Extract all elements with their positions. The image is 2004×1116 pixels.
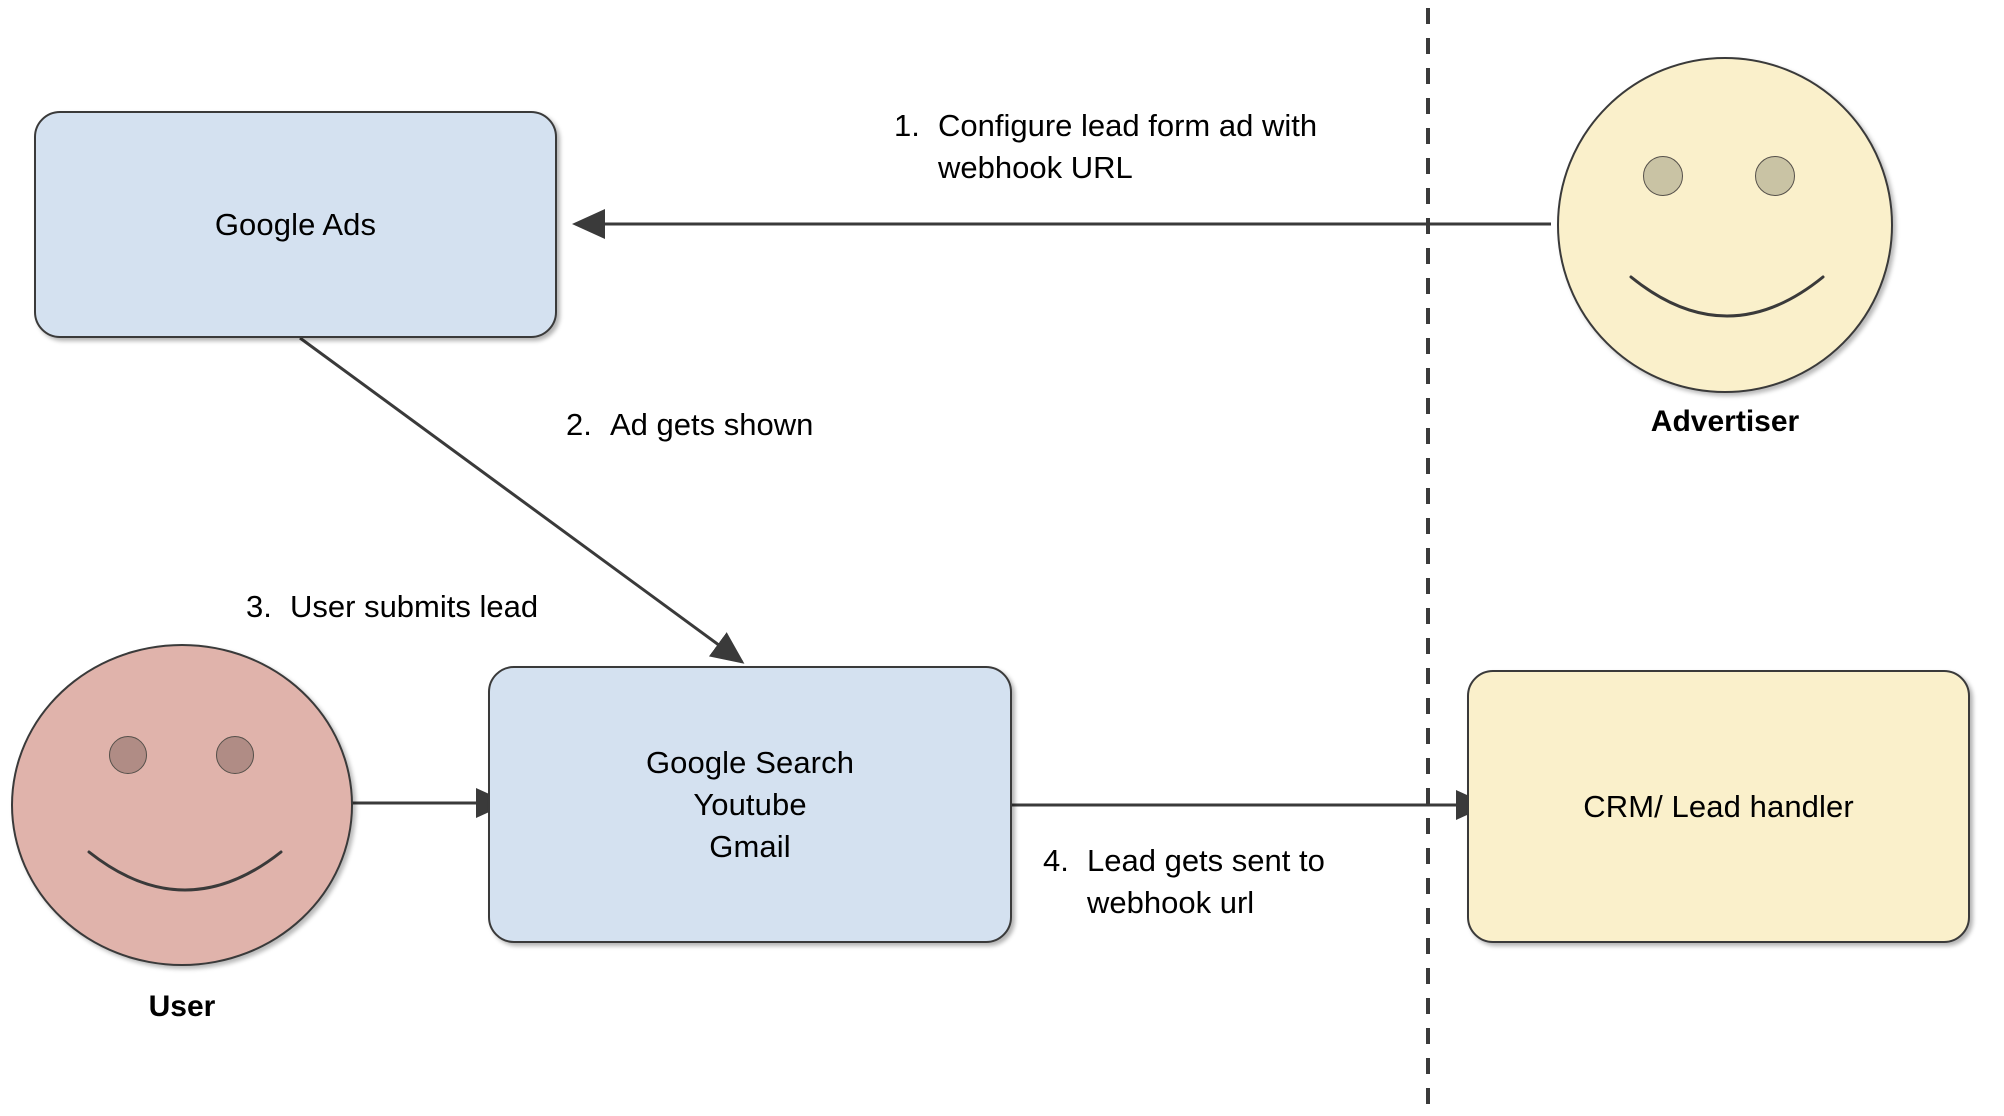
advertiser-face-icon[interactable]: [1557, 57, 1893, 393]
node-google-surfaces[interactable]: Google Search Youtube Gmail: [488, 666, 1012, 943]
step-3-annotation: 3. User submits lead: [246, 586, 666, 628]
advertiser-left-eye-icon: [1643, 156, 1683, 196]
user-face-icon[interactable]: [11, 644, 353, 966]
user-left-eye-icon: [109, 736, 147, 774]
step-2-text: Ad gets shown: [610, 407, 814, 442]
step-4-text: Lead gets sent to webhook url: [1087, 843, 1325, 920]
step-1-number: 1.: [894, 108, 920, 143]
step-2-number: 2.: [566, 407, 592, 442]
advertiser-label: Advertiser: [1650, 405, 1800, 438]
step-4-number: 4.: [1043, 843, 1069, 878]
advertiser-mouth-icon: [1629, 275, 1825, 318]
step-2-annotation: 2. Ad gets shown: [566, 404, 966, 446]
user-right-eye-icon: [216, 736, 254, 774]
user-label: User: [148, 990, 216, 1023]
advertiser-right-eye-icon: [1755, 156, 1795, 196]
step-3-number: 3.: [246, 589, 272, 624]
user-mouth-icon: [87, 850, 283, 892]
step-4-annotation: 4. Lead gets sent to webhook url: [1043, 840, 1463, 924]
node-crm-lead-handler-label: CRM/ Lead handler: [1583, 788, 1854, 824]
step-1-text: Configure lead form ad with webhook URL: [938, 108, 1318, 185]
node-google-surfaces-label: Google Search Youtube Gmail: [645, 744, 855, 864]
arrow-google-ads-to-surfaces: [299, 336, 745, 664]
node-google-ads-label: Google Ads: [214, 206, 377, 242]
step-3-text: User submits lead: [290, 589, 539, 624]
node-crm-lead-handler[interactable]: CRM/ Lead handler: [1467, 670, 1970, 943]
node-google-ads[interactable]: Google Ads: [34, 111, 557, 338]
step-1-annotation: 1. Configure lead form ad with webhook U…: [894, 105, 1414, 189]
